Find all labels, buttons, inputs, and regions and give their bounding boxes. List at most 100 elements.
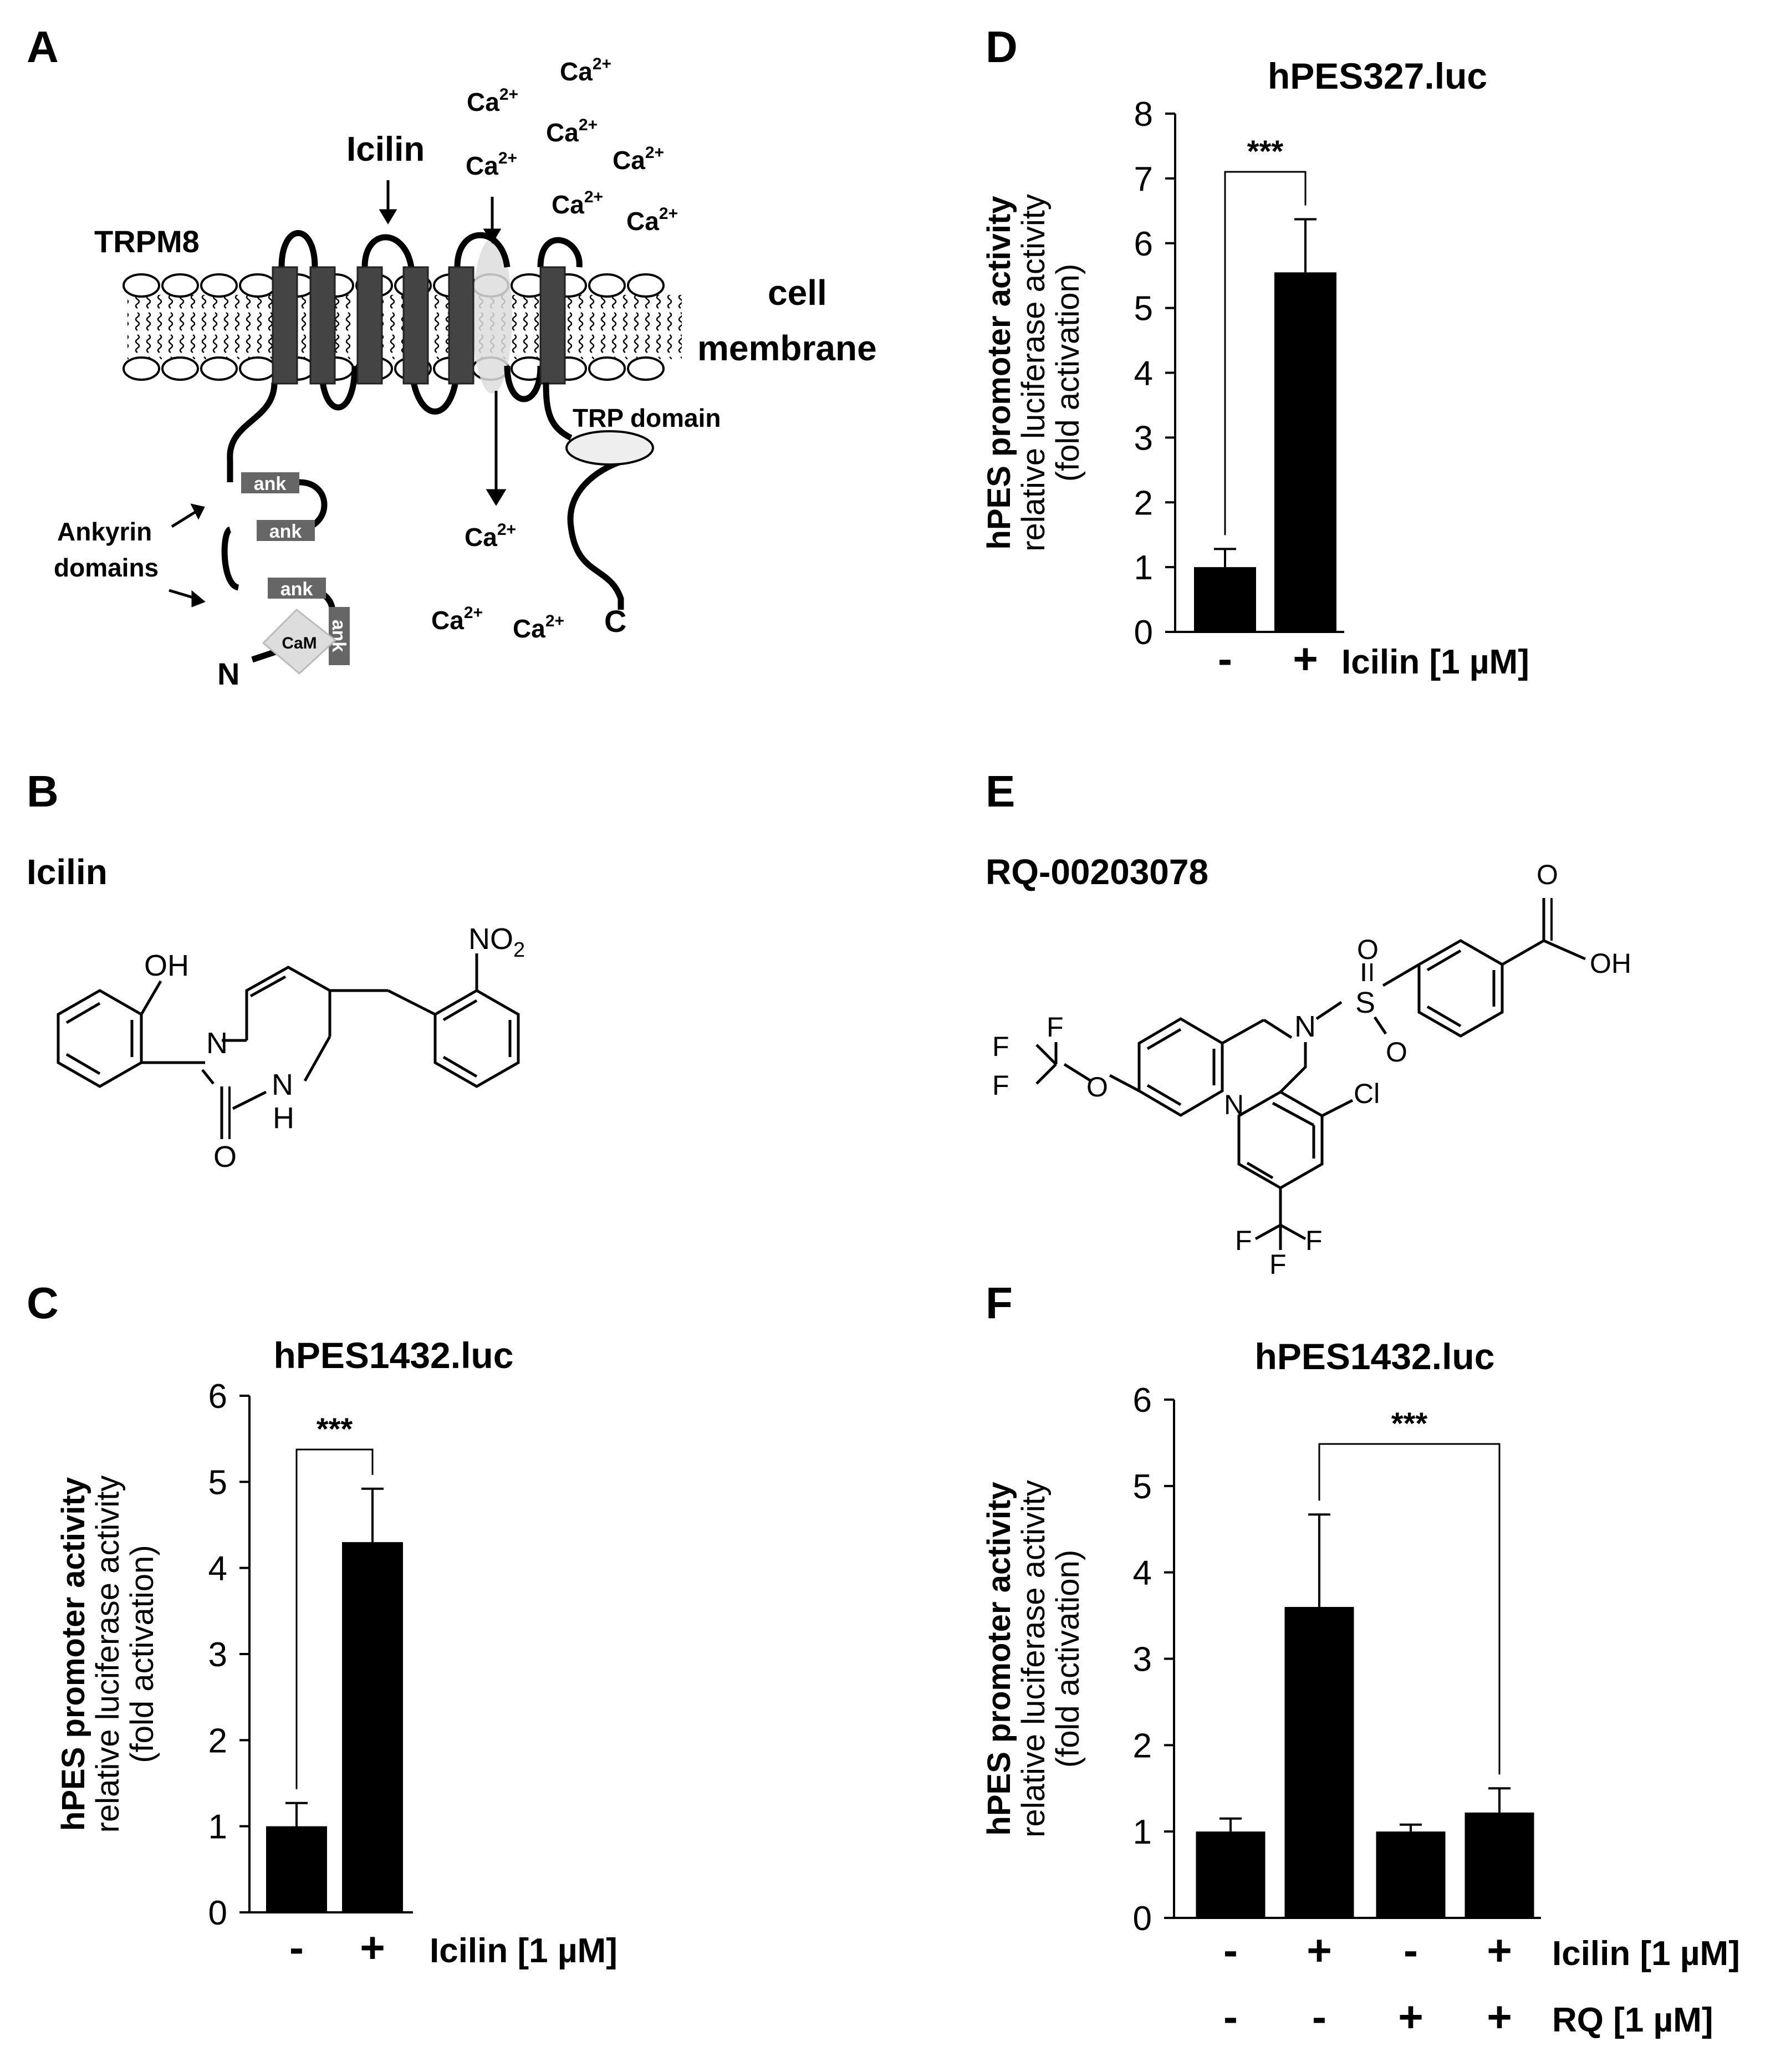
svg-text:ank: ank — [254, 473, 287, 494]
y-tick-label: 0 — [208, 1894, 227, 1932]
y-tick-label: 3 — [1133, 1641, 1152, 1679]
calcium-ion-symbol: Ca — [467, 88, 499, 116]
trpm8-label: TRPM8 — [94, 224, 200, 259]
chart-title: hPES327.luc — [1268, 55, 1487, 96]
y-tick-label: 1 — [1134, 549, 1153, 587]
condition-label-icilin: Icilin [1 µM] — [1341, 643, 1529, 681]
transmembrane-helices — [272, 266, 566, 385]
y-axis-label-ylabel-line3: (fold activation) — [1050, 264, 1086, 482]
rq-f6: F — [1269, 1249, 1287, 1280]
rq-name: RQ-00203078 — [986, 852, 1208, 892]
membrane-heads-top — [123, 273, 665, 298]
svg-text:CaM: CaM — [282, 634, 317, 652]
calcium-ion-symbol: Ca — [465, 523, 497, 552]
rq-s: S — [1355, 986, 1375, 1019]
calcium-ion: Ca2+ — [513, 612, 564, 643]
lipid-head-top — [627, 273, 665, 298]
lipid-head-bottom — [239, 356, 277, 381]
lipid-head-bottom — [627, 356, 665, 381]
y-tick-label: 2 — [1133, 1727, 1152, 1765]
lipid-head-top — [239, 273, 277, 298]
rq-o-sulfonyl-bottom: O — [1386, 1037, 1407, 1068]
significance-bracket — [295, 1448, 374, 1789]
c-terminus-label: C — [604, 604, 626, 639]
calcium-ion-charge: 2+ — [497, 520, 516, 539]
y-axis-label-ylabel-bold: hPES promoter activity — [981, 196, 1017, 549]
rq-f2: F — [992, 1031, 1009, 1062]
y-tick-label: 0 — [1133, 1900, 1152, 1938]
y-axis-label-ylabel-bold: hPES promoter activity — [55, 1477, 91, 1831]
panel-f-letter: F — [986, 1278, 1013, 1328]
lipid-head-top — [200, 273, 238, 298]
category-label: + — [1293, 634, 1318, 683]
y-axis-label-ylabel-line3: (fold activation) — [1050, 1550, 1086, 1768]
calcium-ion: Ca2+ — [467, 85, 518, 116]
calcium-ion-symbol: Ca — [431, 606, 464, 635]
y-tick-label: 5 — [208, 1463, 227, 1502]
bar — [266, 1826, 327, 1912]
bar — [1284, 1607, 1354, 1918]
calcium-ions: Ca2+Ca2+Ca2+Ca2+Ca2+Ca2+Ca2+Ca2+Ca2+Ca2+ — [431, 55, 678, 643]
transmembrane-helix — [402, 266, 429, 385]
y-tick-label: 2 — [1134, 484, 1153, 522]
calcium-ion: Ca2+ — [626, 205, 678, 236]
condition-sign-rq: - — [1223, 1992, 1238, 2041]
y-tick-label: 2 — [208, 1722, 227, 1760]
lipid-head-top — [161, 273, 199, 298]
calcium-ion-symbol: Ca — [513, 614, 545, 643]
category-label: - — [289, 1923, 304, 1972]
calcium-ion-symbol: Ca — [626, 207, 659, 236]
calcium-ion-charge: 2+ — [579, 116, 598, 134]
bar — [342, 1542, 403, 1912]
panel-a: A TRP domain ank ank ank ank CaM N C TRP… — [27, 22, 877, 691]
condition-sign-icilin: + — [1307, 1926, 1332, 1974]
condition-label-rq: RQ [1 µM] — [1552, 2001, 1713, 2039]
channel-loops — [278, 230, 583, 415]
calcium-ion-charge: 2+ — [659, 205, 678, 223]
calcium-ion: Ca2+ — [613, 144, 664, 175]
rq-f4: F — [1235, 1225, 1252, 1256]
condition-sign-rq: + — [1487, 1992, 1512, 2041]
calcium-ion-symbol: Ca — [613, 146, 645, 175]
rq-structure — [1035, 898, 1586, 1250]
lipid-head-bottom — [123, 356, 160, 381]
rq-n-sulfonamide: N — [1294, 1010, 1316, 1043]
y-tick-label: 0 — [1134, 614, 1153, 652]
significance-marker: *** — [1391, 1406, 1428, 1441]
y-tick-label: 1 — [1133, 1813, 1152, 1851]
rq-f3: F — [992, 1070, 1009, 1101]
trp-domain-label: TRP domain — [573, 404, 721, 432]
calcium-ion-charge: 2+ — [499, 85, 518, 104]
transmembrane-helix — [448, 266, 474, 385]
membrane-heads-bottom — [123, 356, 665, 381]
calmodulin-diamond: CaM — [262, 608, 337, 675]
y-axis-label-ylabel-line3: (fold activation) — [124, 1545, 160, 1763]
icilin-n1: N — [206, 1027, 228, 1060]
calcium-ion-symbol: Ca — [546, 118, 579, 147]
calcium-ion-symbol: Ca — [466, 151, 498, 180]
svg-text:ank: ank — [280, 579, 313, 600]
icilin-n2: N — [272, 1068, 293, 1101]
transmembrane-helix — [539, 266, 566, 385]
calcium-ion: Ca2+ — [546, 116, 598, 147]
n-terminus-label: N — [217, 656, 239, 691]
icilin-no2: NO2 — [468, 922, 525, 962]
icilin-structure — [57, 953, 520, 1139]
calcium-ion-charge: 2+ — [464, 604, 483, 622]
calcium-ion: Ca2+ — [465, 520, 516, 552]
lipid-head-bottom — [588, 356, 626, 381]
n-terminal-end — [251, 648, 278, 663]
y-axis-label-ylabel-bold: hPES promoter activity — [981, 1482, 1017, 1835]
y-tick-label: 8 — [1134, 95, 1153, 134]
icilin-oh: OH — [144, 949, 189, 982]
ankyrin-box-4: ank — [328, 607, 350, 665]
panel-e: E RQ-00203078 O OH O S — [986, 767, 1631, 1280]
y-tick-label: 5 — [1133, 1468, 1152, 1506]
rq-o-sulfonyl-top: O — [1357, 934, 1379, 965]
lipid-head-bottom — [161, 356, 199, 381]
panel-d-letter: D — [986, 22, 1018, 72]
calcium-ion-charge: 2+ — [645, 144, 664, 162]
significance-bracket — [1224, 171, 1307, 535]
chart-title: hPES1432.luc — [274, 1335, 514, 1376]
